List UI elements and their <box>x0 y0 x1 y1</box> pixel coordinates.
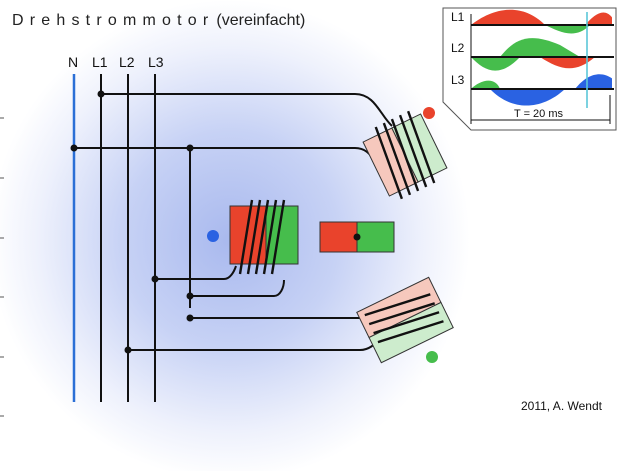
label-n: N <box>68 54 78 70</box>
junction-dots <box>70 90 194 354</box>
label-l1: L1 <box>92 54 108 70</box>
phase-waveform-inset: L1 L2 L3 T = 20 ms <box>442 7 617 131</box>
credit-text: 2011, A. Wendt <box>521 399 603 413</box>
blue-marker-dot <box>207 230 219 242</box>
period-label: T = 20 ms <box>514 108 564 120</box>
rotor-magnet <box>319 221 395 253</box>
left-edge-ticks <box>0 117 4 417</box>
label-l2: L2 <box>119 54 135 70</box>
diagram-title: Drehstrommotor(vereinfacht) <box>12 12 305 29</box>
green-marker-dot <box>426 351 438 363</box>
inset-label-l2: L2 <box>451 41 465 55</box>
inset-label-l3: L3 <box>451 73 465 87</box>
inset-label-l1: L1 <box>451 10 465 24</box>
red-marker-dot <box>423 107 435 119</box>
lower-right-coil <box>356 276 454 364</box>
label-l3: L3 <box>148 54 164 70</box>
center-coil <box>229 199 299 275</box>
upper-right-coil <box>362 110 448 200</box>
